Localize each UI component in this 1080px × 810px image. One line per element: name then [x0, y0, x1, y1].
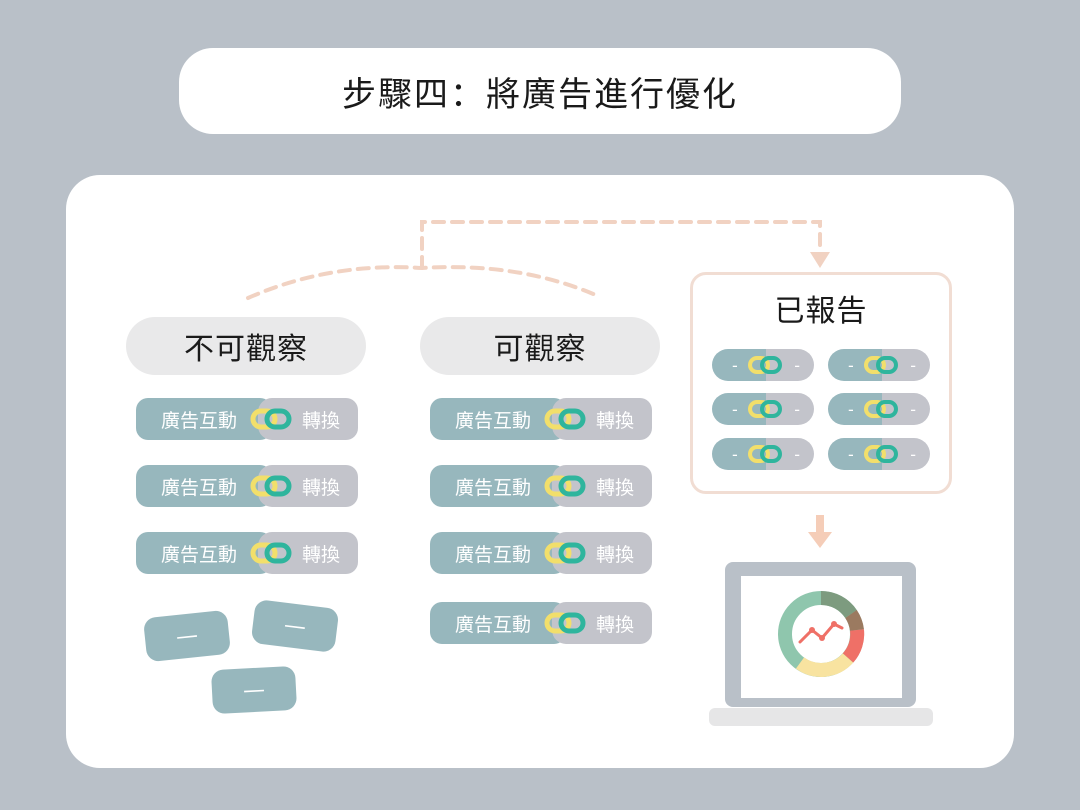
chip-right-label: 轉換	[552, 602, 652, 644]
mini-chip-right: -	[882, 349, 930, 381]
mini-chip-right: -	[766, 393, 814, 425]
header-reported: 已報告	[774, 294, 868, 329]
mini-chip: - -	[828, 393, 930, 425]
chain-link-icon	[544, 408, 586, 430]
mini-chip: - -	[828, 438, 930, 470]
chip-left-label: 廣告互動	[430, 532, 566, 574]
chip-left-label: 廣告互動	[136, 465, 272, 507]
chip-left-label: 廣告互動	[430, 602, 566, 644]
chain-link-icon	[864, 400, 898, 418]
chain-link-icon	[544, 542, 586, 564]
chip-right-label: 轉換	[258, 465, 358, 507]
mini-chip: - -	[712, 393, 814, 425]
chain-link-icon	[250, 542, 292, 564]
loose-tile: —	[142, 609, 232, 663]
mini-chip: - -	[712, 438, 814, 470]
chain-link-icon	[748, 445, 782, 463]
chain-link-icon	[748, 400, 782, 418]
header-observable: 可觀察	[420, 317, 660, 375]
mini-chip: - -	[828, 349, 930, 381]
mini-chip: - -	[712, 349, 814, 381]
chip-not-observable-1: 廣告互動 轉換	[136, 398, 358, 440]
mini-chip-right: -	[766, 438, 814, 470]
chip-not-observable-3: 廣告互動 轉換	[136, 532, 358, 574]
mini-chip-left: -	[712, 438, 770, 470]
chip-right-label: 轉換	[552, 532, 652, 574]
chip-observable-1: 廣告互動 轉換	[430, 398, 652, 440]
chip-right-label: 轉換	[552, 398, 652, 440]
chip-right-label: 轉換	[258, 398, 358, 440]
chip-left-label: 廣告互動	[136, 532, 272, 574]
mini-chip-right: -	[766, 349, 814, 381]
chain-link-icon	[864, 445, 898, 463]
chip-observable-2: 廣告互動 轉換	[430, 465, 652, 507]
chain-link-icon	[250, 475, 292, 497]
chip-right-label: 轉換	[552, 465, 652, 507]
page-title: 步驟四：將廣告進行優化	[179, 48, 901, 134]
chain-link-icon	[544, 475, 586, 497]
chain-link-icon	[748, 356, 782, 374]
mini-chip-right: -	[882, 393, 930, 425]
chip-observable-4: 廣告互動 轉換	[430, 602, 652, 644]
mini-chip-right: -	[882, 438, 930, 470]
chip-left-label: 廣告互動	[430, 465, 566, 507]
header-not-observable: 不可觀察	[126, 317, 366, 375]
chain-link-icon	[544, 612, 586, 634]
loose-tile: —	[210, 665, 298, 715]
chip-left-label: 廣告互動	[136, 398, 272, 440]
chip-right-label: 轉換	[258, 532, 358, 574]
chain-link-icon	[864, 356, 898, 374]
chip-observable-3: 廣告互動 轉換	[430, 532, 652, 574]
chip-not-observable-2: 廣告互動 轉換	[136, 465, 358, 507]
chain-link-icon	[250, 408, 292, 430]
chip-left-label: 廣告互動	[430, 398, 566, 440]
